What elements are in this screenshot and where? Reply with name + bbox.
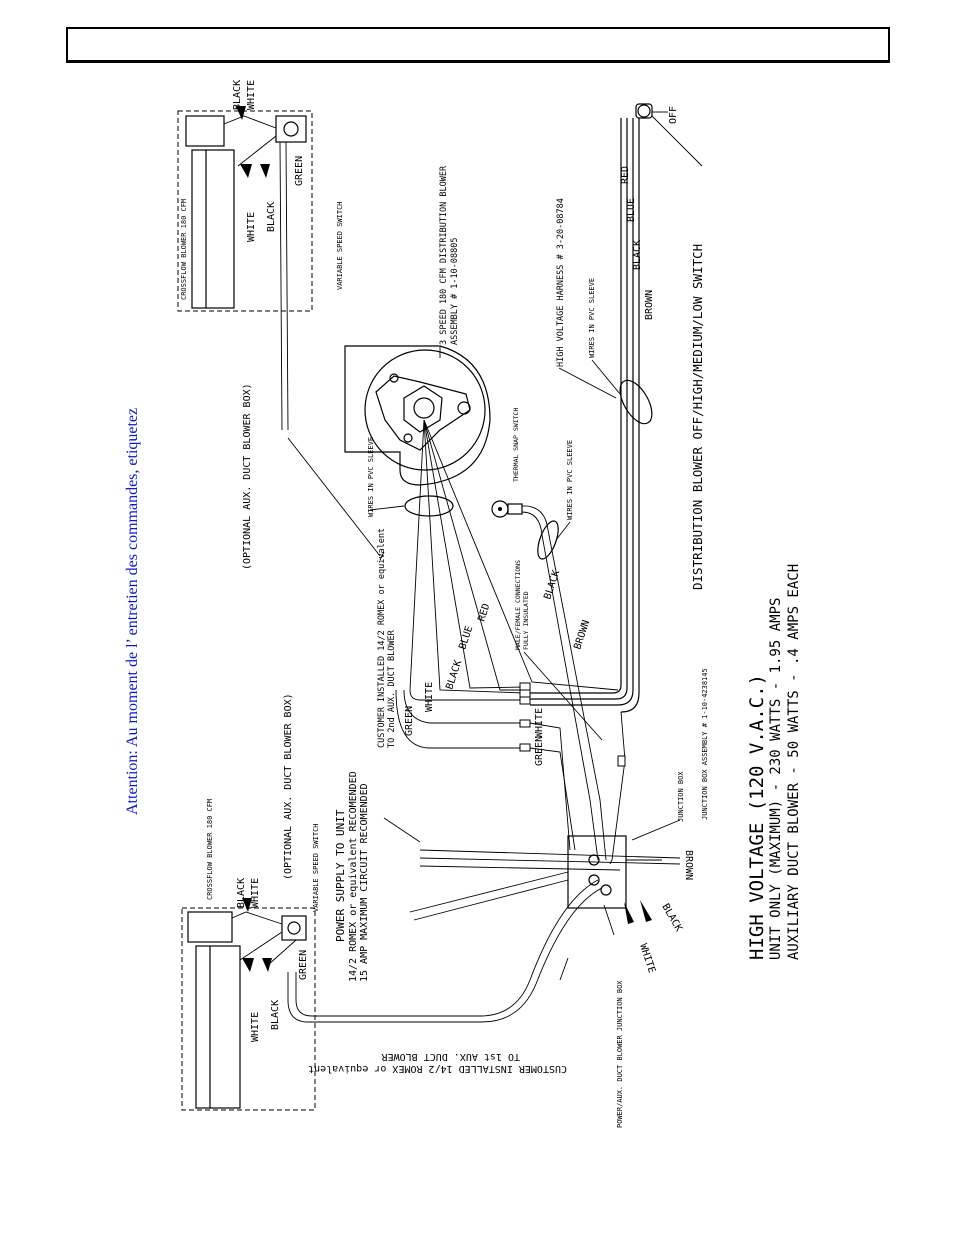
harness-label: HIGH VOLTAGE HARNESS # 3-20-08784 bbox=[556, 198, 566, 367]
romex-2nd: CUSTOMER INSTALLED 14/2 ROMEX or equival… bbox=[377, 528, 576, 851]
wire-red-mid: RED bbox=[476, 602, 492, 623]
title-aux-blower: AUXILIARY DUCT BLOWER - 50 WATTS - .4 AM… bbox=[786, 564, 802, 960]
aux-optional-upper: (OPTIONAL AUX. DUCT BLOWER BOX) bbox=[242, 383, 253, 570]
romex2-label-2: TO 2nd AUX. DUCT BLOWER bbox=[387, 629, 397, 748]
distribution-blower: 3 SPEED 180 CFM DISTRIBUTION BLOWER ASSE… bbox=[344, 165, 619, 701]
pvc-mid-label: WIRES IN PVC SLEEVE bbox=[367, 437, 375, 517]
snap-switch-label: THERMAL SNAP SWITCH bbox=[512, 408, 520, 482]
wire-brown-mid: BROWN bbox=[572, 619, 592, 651]
pvc-top-label: WIRES IN PVC SLEEVE bbox=[588, 278, 596, 358]
crossflow-upper: CROSSFLOW BLOWER 180 CFM bbox=[180, 199, 188, 300]
wire-black-mid: BLACK bbox=[444, 659, 464, 691]
black-lower-b: BLACK bbox=[270, 1000, 281, 1030]
crossflow-lower: CROSSFLOW BLOWER 180 CFM bbox=[206, 799, 214, 900]
aux-box-upper: (OPTIONAL AUX. DUCT BLOWER BOX) CROSSFLO… bbox=[177, 80, 381, 570]
black-upper-a: BLACK bbox=[232, 80, 243, 110]
distribution-switch: DISTRIBUTION BLOWER OFF/HIGH/MEDIUM/LOW … bbox=[530, 103, 705, 865]
wire-black-top: BLACK bbox=[632, 240, 643, 270]
power-box-label: POWER/AUX. DUCT BLOWER JUNCTION BOX bbox=[616, 980, 624, 1128]
junction-asm-label: JUNCTION BOX ASSEMBLY # 1-10-4238145 bbox=[701, 668, 709, 820]
romex1-label-1: CUSTOMER INSTALLED 14/2 ROMEX or equival… bbox=[308, 1063, 567, 1074]
white-lower-b: WHITE bbox=[250, 1012, 261, 1042]
junction-box-label: JUNCTION BOX bbox=[677, 771, 685, 822]
black-lower-a: BLACK bbox=[236, 878, 247, 908]
wire-white-jb: WHITE bbox=[637, 943, 657, 975]
wire-white-mid: WHITE bbox=[424, 682, 435, 712]
thermal-snap-switch: THERMAL SNAP SWITCH WIRES IN PVC SLEEVE bbox=[491, 408, 607, 861]
wire-blue-top: BLUE bbox=[626, 198, 637, 222]
dist-switch-label: DISTRIBUTION BLOWER OFF/HIGH/MEDIUM/LOW … bbox=[690, 244, 705, 590]
pvc-sleeve2-label: WIRES IN PVC SLEEVE bbox=[566, 440, 574, 520]
title-main: HIGH VOLTAGE (120 V.A.C.) bbox=[746, 674, 768, 960]
junction-box: BROWN BLACK WHITE JUNCTION BOX ASSEMBLY … bbox=[419, 668, 709, 1128]
wire-black-mid2: BLACK bbox=[542, 569, 562, 601]
wire-green-mid: GREEN bbox=[404, 706, 415, 736]
romex1-label-2: TO 1st AUX. DUCT BLOWER bbox=[381, 1051, 520, 1062]
var-speed-lower: VARIABLE SPEED SWITCH bbox=[312, 823, 320, 912]
white-upper-b: WHITE bbox=[246, 212, 257, 242]
wire-green-lower: GREEN bbox=[534, 736, 545, 766]
off-label: OFF bbox=[668, 106, 679, 124]
aux-box-lower: (OPTIONAL AUX. DUCT BLOWER BOX) CROSSFLO… bbox=[181, 693, 320, 1111]
white-upper-a: WHITE bbox=[246, 80, 257, 110]
wire-red-top: RED bbox=[620, 166, 631, 184]
wire-brown-top: BROWN bbox=[644, 290, 655, 320]
blower-label-1: 3 SPEED 180 CFM DISTRIBUTION BLOWER bbox=[439, 165, 449, 345]
blower-label-2: ASSEMBLY # 1-10-08805 bbox=[450, 238, 460, 345]
wire-brown-jb: BROWN bbox=[683, 850, 694, 880]
power-supply: POWER SUPPLY TO UNIT 14/2 ROMEX or equiv… bbox=[334, 771, 569, 982]
male-female-2: FULLY INSULATED bbox=[522, 591, 530, 650]
title-unit-only: UNIT ONLY (MAXIMUM) - 230 WATTS - 1.95 A… bbox=[768, 598, 784, 960]
title-block: HIGH VOLTAGE (120 V.A.C.) UNIT ONLY (MAX… bbox=[746, 564, 802, 960]
header-bar bbox=[66, 27, 890, 63]
var-speed-upper: VARIABLE SPEED SWITCH bbox=[336, 201, 344, 290]
white-lower-a: WHITE bbox=[250, 878, 261, 908]
green-lower: GREEN bbox=[298, 950, 309, 980]
romex-1st: CUSTOMER INSTALLED 14/2 ROMEX or equival… bbox=[287, 879, 603, 1074]
male-female-1: MALE/FEMALE CONNECTIONS bbox=[514, 560, 522, 650]
aux-optional-lower: (OPTIONAL AUX. DUCT BLOWER BOX) bbox=[283, 693, 294, 880]
black-upper-b: BLACK bbox=[266, 202, 277, 232]
romex2-label-1: CUSTOMER INSTALLED 14/2 ROMEX or equival… bbox=[377, 528, 387, 748]
wire-black-jb: BLACK bbox=[659, 902, 684, 934]
connectors bbox=[519, 682, 626, 767]
green-upper: GREEN bbox=[294, 156, 305, 186]
wire-white-lower: WHITE bbox=[534, 708, 545, 738]
supply-label-3: 15 AMP MAXIMUM CIRCUIT RECOMENDED bbox=[359, 783, 370, 982]
supply-label-2: 14/2 ROMEX or equivalent RECOMENDED bbox=[348, 771, 359, 982]
supply-label-1: POWER SUPPLY TO UNIT bbox=[334, 809, 347, 942]
